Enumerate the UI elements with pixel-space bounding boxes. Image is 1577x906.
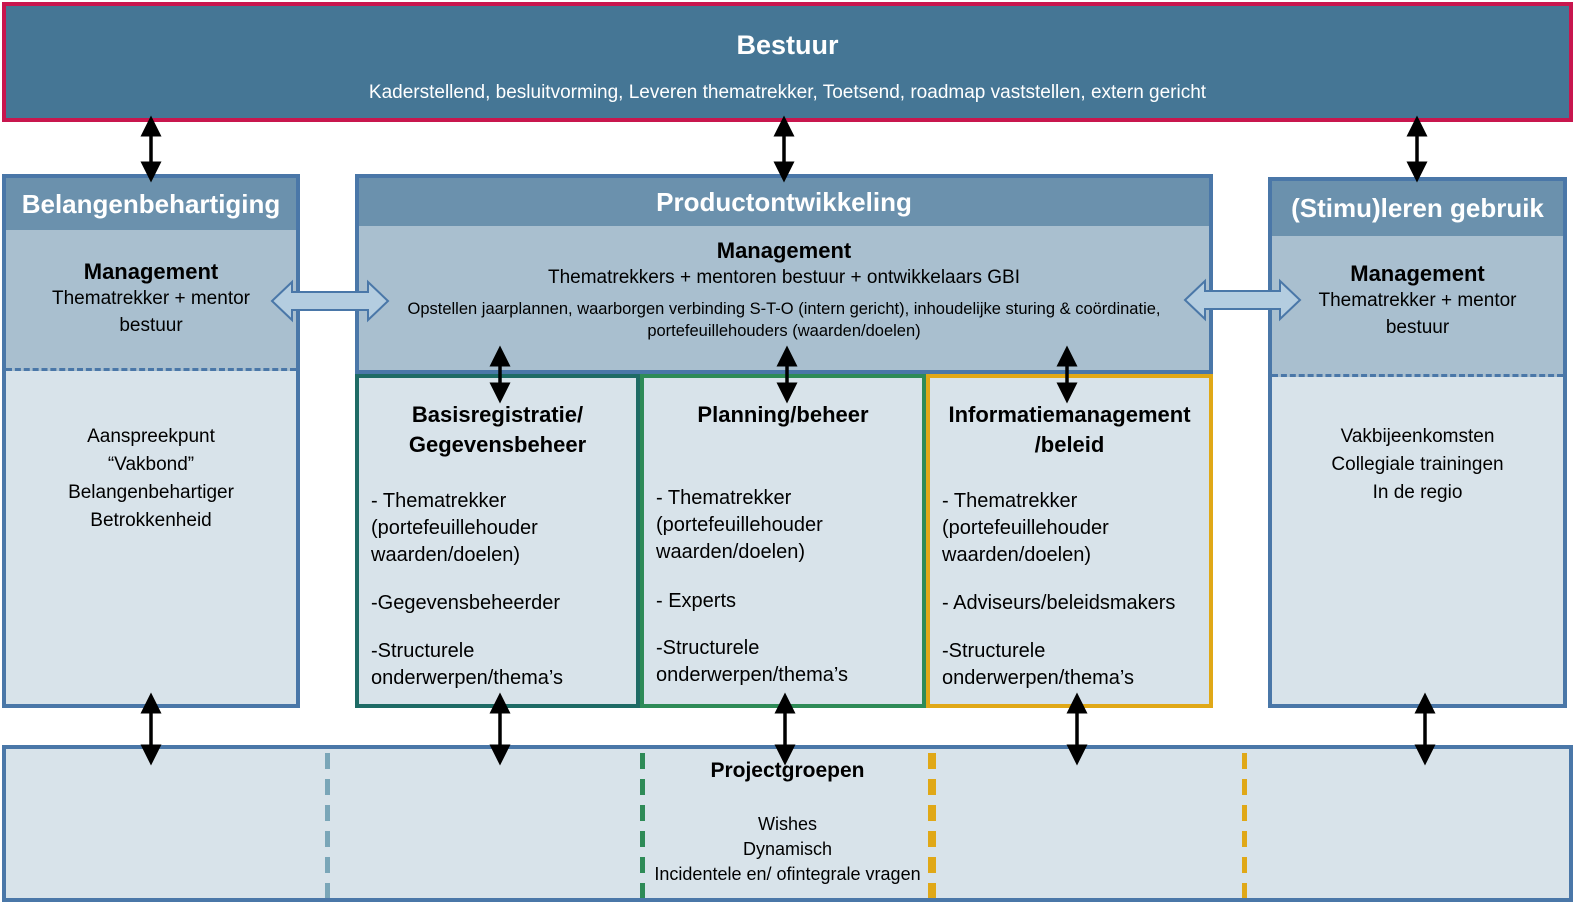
planning-beheer-box: Planning/beheer - Thematrekker (portefeu…: [640, 374, 926, 708]
management-line: bestuur: [1385, 317, 1450, 338]
management-title: Management: [83, 259, 219, 284]
text-line: waarden/doelen): [371, 544, 520, 566]
text-line: onderwerpen/thema’s: [656, 664, 848, 686]
productontwikkeling-management: Management Thematrekkers + mentoren best…: [359, 238, 1209, 342]
divider-dashed: [1242, 753, 1247, 898]
management-subtitle: Thematrekkers + mentoren bestuur + ontwi…: [547, 267, 1021, 288]
text-line: waarden/doelen): [656, 541, 805, 563]
text-line: (portefeuillehouder: [656, 514, 823, 536]
belangenbehartiging-box: Belangenbehartiging Management Thematrek…: [2, 174, 300, 708]
bestuur-title: Bestuur: [736, 30, 839, 60]
informatiemanagement-title: Informatiemanagement /beleid: [930, 400, 1209, 460]
text-line: -Structurele: [656, 637, 760, 659]
belangenbehartiging-management: Management Thematrekker + mentor bestuur: [6, 230, 296, 371]
productontwikkeling-box: Productontwikkeling Management Thematrek…: [355, 174, 1213, 374]
bestuur-box: Bestuur Kaderstellend, besluitvorming, L…: [2, 2, 1573, 122]
text-line: - Thematrekker: [942, 490, 1078, 512]
management-line: Thematrekker + mentor: [52, 288, 250, 309]
stimuleren-gebruik-box: (Stimu)leren gebruik Management Thematre…: [1268, 177, 1567, 708]
thematrekker-text: - Thematrekker (portefeuillehouder waard…: [371, 488, 630, 569]
list-item: Aanspreekpunt: [87, 426, 215, 447]
list-item: “Vakbond”: [107, 454, 195, 475]
stimuleren-gebruik-items: Vakbijeenkomsten Collegiale trainingen I…: [1272, 423, 1563, 507]
gegevensbeheerder-text: -Gegevensbeheerder: [371, 592, 561, 614]
list-item: Dynamisch: [742, 839, 833, 859]
divider-dashed: [928, 753, 936, 898]
management-line: Thematrekker + mentor: [1318, 290, 1517, 311]
management-description: portefeuillehouders (waarden/doelen): [647, 322, 921, 340]
list-item: Incidentele en/ ofintegrale vragen: [654, 864, 921, 884]
projectgroepen-items: Wishes Dynamisch Incidentele en/ ofinteg…: [6, 812, 1569, 887]
title-line: /beleid: [1034, 432, 1105, 457]
informatiemanagement-box: Informatiemanagement /beleid - Thematrek…: [926, 374, 1213, 708]
text-line: (portefeuillehouder: [942, 517, 1109, 539]
list-item: In de regio: [1372, 482, 1463, 503]
divider-dashed: [640, 753, 645, 898]
title-line: Informatiemanagement: [948, 402, 1191, 427]
stimuleren-gebruik-management: Management Thematrekker + mentor bestuur: [1272, 236, 1563, 377]
text-line: -Structurele: [371, 640, 475, 662]
projectgroepen-box: Projectgroepen Wishes Dynamisch Incident…: [2, 745, 1573, 902]
bestuur-subtitle: Kaderstellend, besluitvorming, Leveren t…: [368, 82, 1207, 103]
basisregistratie-box: Basisregistratie/ Gegevensbeheer - Thema…: [355, 374, 640, 708]
text-line: onderwerpen/thema’s: [371, 667, 563, 689]
thematrekker-text: - Thematrekker (portefeuillehouder waard…: [656, 485, 916, 566]
thematrekker-text: - Thematrekker (portefeuillehouder waard…: [942, 488, 1203, 569]
belangenbehartiging-items: Aanspreekpunt “Vakbond” Belangenbehartig…: [6, 423, 296, 535]
productontwikkeling-title: Productontwikkeling: [359, 178, 1209, 226]
planning-beheer-title: Planning/beheer: [697, 402, 869, 427]
projectgroepen-title: Projectgroepen: [710, 759, 865, 782]
text-line: onderwerpen/thema’s: [942, 667, 1134, 689]
belangenbehartiging-title: Belangenbehartiging: [6, 178, 296, 230]
text-line: (portefeuillehouder: [371, 517, 538, 539]
management-description: Opstellen jaarplannen, waarborgen verbin…: [407, 300, 1161, 318]
structurele-text: -Structurele onderwerpen/thema’s: [371, 638, 630, 692]
divider-dashed: [325, 753, 330, 898]
experts-text: - Experts: [656, 590, 737, 612]
adviseurs-text: - Adviseurs/beleidsmakers: [942, 592, 1176, 614]
text-line: waarden/doelen): [942, 544, 1091, 566]
management-title: Management: [1350, 261, 1485, 286]
management-line: bestuur: [119, 315, 183, 336]
list-item: Belangenbehartiger: [68, 482, 234, 503]
basisregistratie-title: Basisregistratie/ Gegevensbeheer: [359, 400, 636, 460]
structurele-text: -Structurele onderwerpen/thema’s: [942, 638, 1203, 692]
text-line: - Thematrekker: [656, 487, 792, 509]
list-item: Vakbijeenkomsten: [1340, 426, 1495, 447]
text-line: - Thematrekker: [371, 490, 507, 512]
stimuleren-gebruik-title: (Stimu)leren gebruik: [1272, 181, 1563, 236]
structurele-text: -Structurele onderwerpen/thema’s: [656, 635, 916, 689]
list-item: Wishes: [757, 814, 817, 834]
title-line: Gegevensbeheer: [408, 432, 587, 457]
list-item: Betrokkenheid: [90, 510, 212, 531]
text-line: -Structurele: [942, 640, 1046, 662]
title-line: Basisregistratie/: [411, 402, 584, 427]
list-item: Collegiale trainingen: [1331, 454, 1504, 475]
management-title: Management: [716, 238, 852, 263]
